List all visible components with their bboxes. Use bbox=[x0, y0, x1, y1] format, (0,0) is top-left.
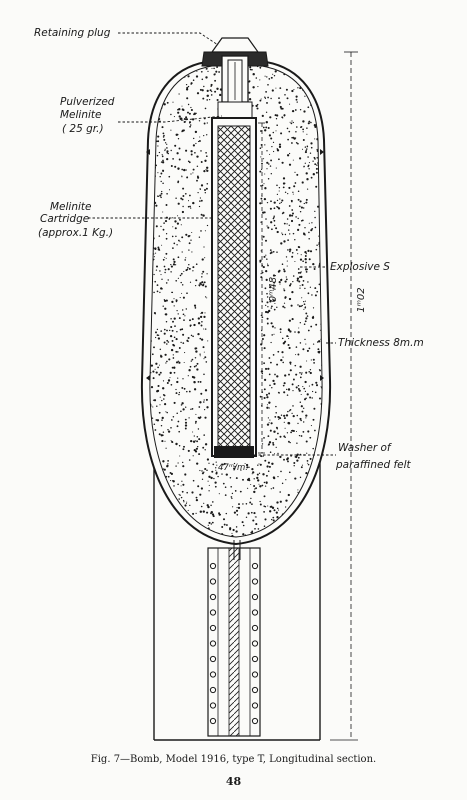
bomb-section-diagram: 0ᵐ48. 1ᵐ02 47ᵐ/m. Retaining plug Pulveri… bbox=[34, 27, 424, 741]
tail-cylinder bbox=[153, 430, 321, 741]
label-washer-1: Washer of bbox=[338, 442, 393, 454]
label-pulverized-3: ( 25 gr.) bbox=[62, 123, 104, 135]
leader-lines bbox=[88, 32, 336, 456]
retaining-plug bbox=[201, 37, 269, 119]
dimension-total: 1ᵐ02 bbox=[330, 51, 367, 741]
dimension-cartridge: 0ᵐ48. bbox=[258, 122, 279, 454]
label-retaining-plug: Retaining plug bbox=[34, 27, 111, 39]
total-length-label: 1ᵐ02 bbox=[356, 287, 367, 312]
tail-inner-tube bbox=[207, 547, 261, 737]
cartridge-length-label: 0ᵐ48. bbox=[268, 274, 279, 303]
annotations: Retaining plug Pulverized Melinite ( 25 … bbox=[34, 27, 424, 471]
label-washer-2: paraffined felt bbox=[335, 459, 412, 471]
page-number: 48 bbox=[225, 775, 242, 788]
melinite-cartridge bbox=[211, 117, 257, 458]
label-pulverized-1: Pulverized bbox=[60, 96, 115, 108]
cartridge-width-label: 47ᵐ/m. bbox=[218, 463, 248, 473]
figure-caption: Fig. 7—Bomb, Model 1916, type T, Longitu… bbox=[90, 754, 377, 765]
label-cartridge-3: (approx.1 Kg.) bbox=[38, 227, 113, 239]
label-thickness: Thickness 8m.m bbox=[338, 337, 424, 349]
vent-holes bbox=[209, 562, 259, 725]
label-pulverized-2: Melinite bbox=[60, 109, 102, 121]
explosive-fill bbox=[149, 66, 323, 537]
label-cartridge-2: Cartridge bbox=[40, 213, 89, 225]
label-cartridge-1: Melinite bbox=[50, 201, 92, 213]
label-explosive: Explosive S bbox=[330, 261, 390, 273]
